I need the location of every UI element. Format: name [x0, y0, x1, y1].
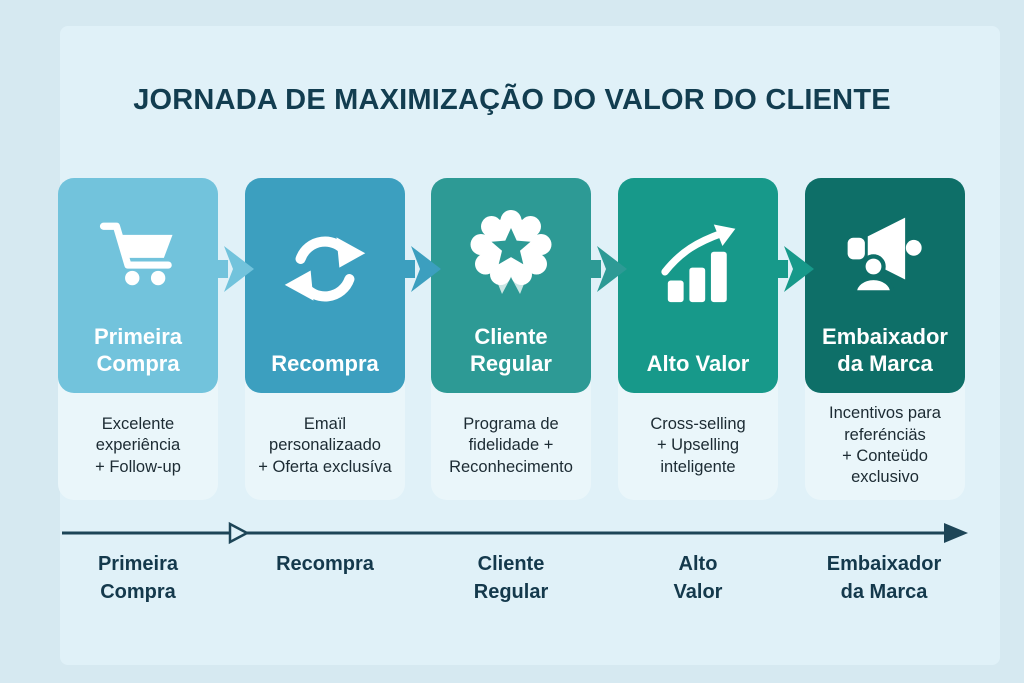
description-line: Cross-selling	[650, 414, 746, 433]
timeline-label-primeira-compra: Primeira Compra	[97, 553, 179, 604]
page-title: JORNADA DE MAXIMIZAÇÃO DO VALOR DO CLIEN…	[133, 84, 891, 116]
stage-card-cliente-regular: Programa de fidelidade + Reconhecimento	[431, 178, 591, 500]
timeline-label-recompra: Recompra	[276, 553, 374, 575]
connector-arrow-icon	[758, 241, 818, 297]
description-line: Emaïl	[303, 414, 347, 433]
stage-title: Cliente Regular	[470, 324, 552, 377]
timeline-arrowhead-icon	[944, 523, 968, 543]
timeline-label-alto-valor: Alto Valor	[673, 553, 723, 604]
stage-card-primeira-compra: Excelente experiência + Follow-up Primei…	[58, 178, 218, 500]
stage-header: Embaixador da Marca	[805, 178, 965, 393]
description-line: inteligente	[660, 457, 736, 476]
description-line: referénciäs	[844, 425, 926, 444]
stage-card-embaixador-da-marca: Incentivos para referénciäs + Conteüdo e…	[805, 178, 965, 500]
stage-header: Alto Valor	[618, 178, 778, 393]
description-line: + Follow-up	[95, 457, 181, 476]
stage-description: Incentivos para referénciäs + Conteüdo e…	[805, 378, 965, 500]
connector-arrow-icon	[385, 241, 445, 297]
stage-header: Recompra	[245, 178, 405, 393]
stage-description: Excelente experiência + Follow-up	[58, 378, 218, 500]
stage-header: Cliente Regular	[431, 178, 591, 393]
description-line: exclusivo	[851, 468, 919, 487]
timeline-labels: Primeira Compra Recompra Cliente Regular…	[0, 550, 1024, 620]
description-line: experiência	[95, 436, 181, 455]
megaphone-icon	[837, 178, 933, 324]
description-line: Programa de	[463, 414, 559, 433]
stage-description: Programa de fidelidade + Reconhecimento	[431, 378, 591, 500]
description-line: + Upselling	[656, 436, 740, 455]
description-line: Excelente	[101, 414, 175, 433]
stage-description: Emaïl personalizaado + Oferta exclusíva	[245, 378, 405, 500]
stage-header: Primeira Compra	[58, 178, 218, 393]
connector-arrow-icon	[198, 241, 258, 297]
stage-title: Primeira Compra	[93, 324, 183, 377]
timeline-label-cliente-regular: Cliente Regular	[473, 553, 549, 604]
description-line: Incentivos para	[829, 404, 941, 423]
timeline-axis	[60, 518, 972, 548]
stage-title: Recompra	[271, 351, 379, 377]
description-line: Reconhecimento	[449, 457, 573, 476]
connector-arrow-icon	[571, 241, 631, 297]
shopping-cart-icon	[91, 178, 185, 324]
description-line: + Oferta exclusíva	[258, 457, 392, 476]
description-line: fidelidade +	[468, 436, 554, 455]
description-line: personalizaado	[269, 436, 381, 455]
stage-title: Alto Valor	[646, 351, 750, 377]
description-line: + Conteüdo	[842, 447, 928, 465]
stage-title: Embaixador da Marca	[822, 324, 948, 377]
growth-chart-icon	[648, 178, 748, 351]
stage-description: Cross-selling + Upselling inteligente	[618, 378, 778, 500]
timeline-marker-icon	[228, 521, 250, 545]
stage-card-alto-valor: Cross-selling + Upselling inteligente Al…	[618, 178, 778, 500]
stage-card-recompra: Emaïl personalizaado + Oferta exclusíva …	[245, 178, 405, 500]
timeline-label-embaixador-da-marca: Embaixador da Marca	[826, 553, 942, 604]
award-badge-icon	[463, 178, 559, 324]
repeat-arrows-icon	[277, 178, 373, 351]
